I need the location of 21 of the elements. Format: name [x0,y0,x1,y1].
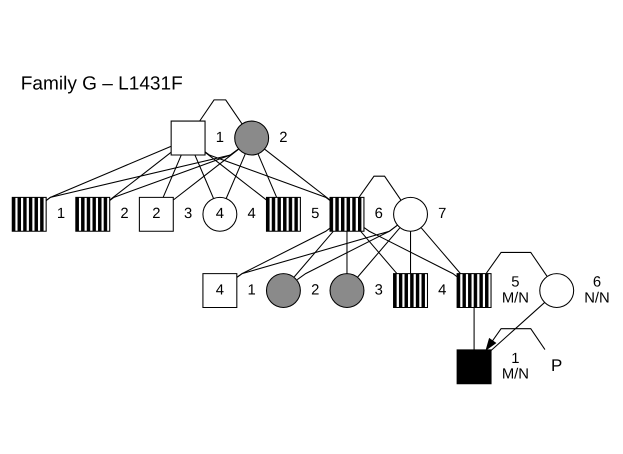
node-text: P [551,356,562,375]
diagram-title: Family G – L1431F [20,74,183,95]
node-label: 3 [374,282,383,298]
node-label: 1 [248,282,256,298]
node-label: 2 [120,206,129,222]
node-label: 1 [216,130,224,146]
node-label: 3 [184,206,192,222]
node-label: 2 [279,130,288,146]
node-label: 1 [511,350,520,367]
node-label: 1 [56,206,66,222]
node-label: 6 [374,206,383,222]
node-label: M/N [502,366,529,383]
node-label: 4 [248,206,256,222]
node-label: N/N [584,290,610,306]
node-label: 5 [311,206,320,222]
node-label: 2 [311,282,320,298]
node-label: M/N [502,290,529,306]
node-label: 7 [438,206,446,222]
node-label: 4 [438,282,446,298]
node-label: 5 [511,274,520,291]
node-label: 6 [592,274,602,291]
